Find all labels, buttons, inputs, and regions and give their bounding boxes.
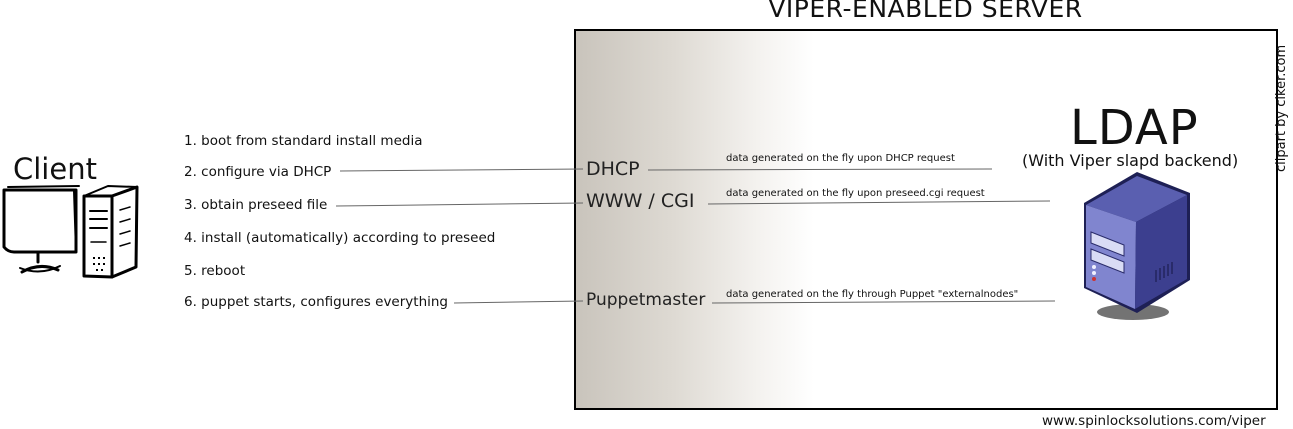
step-1-label: 1. boot from standard install media [184, 133, 423, 149]
step-2-label: 2. configure via DHCP [184, 164, 332, 180]
connector-www-ldap [707, 200, 1051, 205]
step-3-label: 3. obtain preseed file [184, 197, 328, 213]
step-4-label: 4. install (automatically) according to … [184, 230, 496, 246]
server-title: VIPER-ENABLED SERVER [768, 0, 1083, 23]
service-www-cgi: WWW / CGI [586, 190, 695, 212]
client-label: Client [13, 152, 97, 186]
connector-puppet-client [453, 300, 584, 304]
connector-dhcp-ldap [647, 168, 993, 171]
step-5-label: 5. reboot [184, 263, 246, 279]
service-puppetmaster: Puppetmaster [586, 290, 706, 310]
ldap-subtitle: (With Viper slapd backend) [1022, 151, 1239, 170]
note-dhcp: data generated on the fly upon DHCP requ… [726, 153, 955, 164]
ldap-title: LDAP [1070, 100, 1199, 156]
clipart-credit: clipart by clker.com [1274, 44, 1289, 172]
note-preseed: data generated on the fly upon preseed.c… [726, 188, 985, 199]
connector-www-client [335, 202, 584, 207]
site-url: www.spinlocksolutions.com/viper [1042, 413, 1266, 429]
note-puppet: data generated on the fly through Puppet… [726, 289, 1019, 300]
connector-dhcp-client [339, 168, 584, 172]
step-6-label: 6. puppet starts, configures everything [184, 294, 449, 310]
connector-puppet-ldap [711, 300, 1056, 304]
service-dhcp: DHCP [586, 158, 640, 180]
